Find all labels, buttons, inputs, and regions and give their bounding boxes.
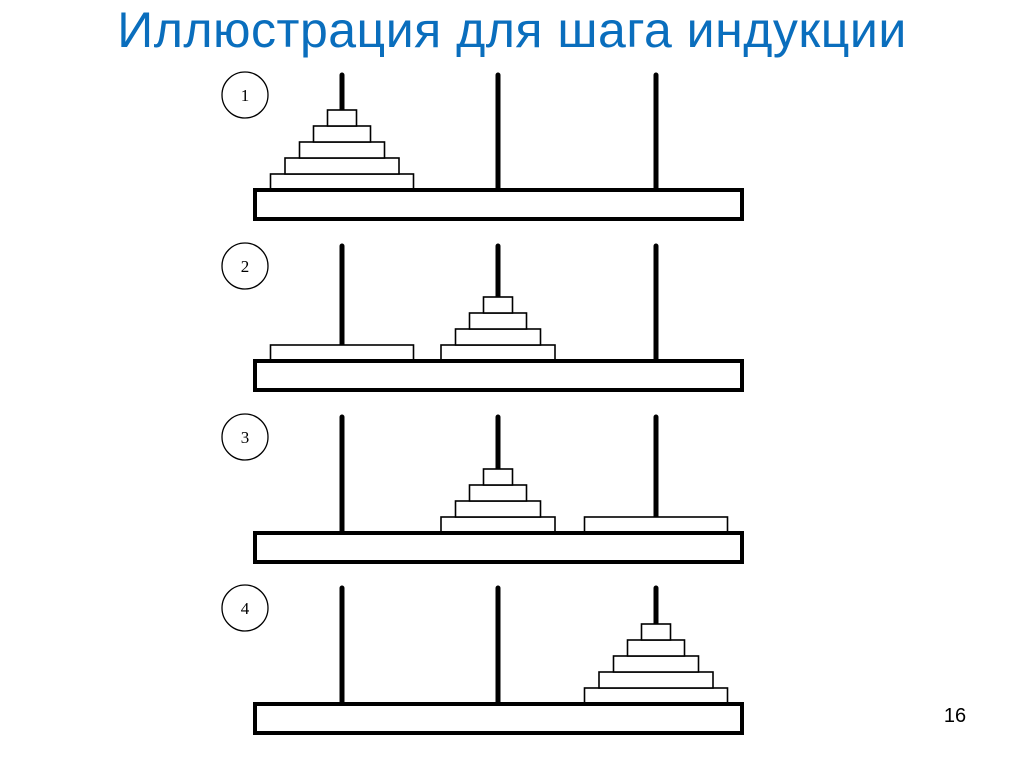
step-number-circle [221,584,269,632]
step-number-label: 3 [241,428,250,447]
disk-1 [326,109,358,127]
disk-2 [468,484,528,502]
disk-3 [612,655,700,673]
disk-5 [583,516,729,534]
disk-2 [312,125,372,143]
disk-3 [298,141,386,159]
disk-4 [440,516,556,534]
step-3: 3 [221,413,744,564]
step-number-circle [221,71,269,119]
disk-5 [269,173,415,191]
step-number-circle [221,413,269,461]
step-number-label: 4 [241,599,250,618]
disk-4 [598,671,714,689]
disk-2 [468,312,528,330]
disk-4 [440,344,556,362]
base-board [253,359,744,392]
disk-2 [626,639,686,657]
slide-title: Иллюстрация для шага индукции [117,2,907,58]
disk-4 [284,157,400,175]
step-number-circle [221,242,269,290]
step-1: 1 [221,71,744,221]
disk-5 [269,344,415,362]
page-number: 16 [943,705,967,727]
disk-1 [482,296,514,314]
base-board [253,531,744,564]
disk-5 [583,687,729,705]
disk-3 [454,500,542,518]
step-number-label: 1 [241,86,250,105]
disk-1 [640,623,672,641]
step-number-label: 2 [241,257,250,276]
base-board [253,188,744,221]
disk-1 [482,468,514,486]
base-board [253,702,744,735]
disk-3 [454,328,542,346]
step-2: 2 [221,242,744,392]
step-4: 4 [221,584,744,735]
